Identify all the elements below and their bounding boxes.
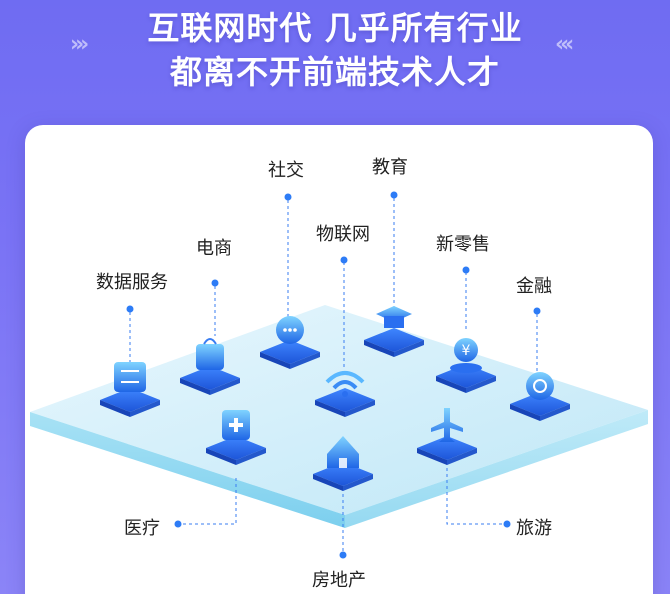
title-line-1: 互联网时代 几乎所有行业 [147,9,523,47]
label-education: 教育 [372,157,408,178]
tile-real-estate [313,436,373,491]
label-new-retail: 新零售 [436,234,490,255]
tile-new-retail: ¥ [436,338,496,393]
wifi-icon [325,371,365,384]
label-iot: 物联网 [316,224,370,245]
title-line-2: 都离不开前端技术人才 [169,53,500,91]
label-ecommerce: 电商 [196,238,232,259]
label-finance: 金融 [516,276,552,297]
label-travel: 旅游 [516,518,552,539]
label-social: 社交 [268,160,304,181]
coin-icon [526,372,554,400]
label-data-services: 数据服务 [96,272,168,293]
leader-lines [129,198,538,552]
house-icon [327,436,359,468]
tile-travel [417,408,477,465]
label-real-estate: 房地产 [312,570,366,591]
tile-education [364,306,424,357]
tile-finance [510,372,570,421]
label-dots [126,191,541,559]
tile-data-services [100,362,160,417]
sliders-icon [114,362,146,392]
tile-ecommerce [180,338,240,395]
label-medical: 医疗 [124,518,160,539]
airplane-icon [431,408,463,442]
svg-text:¥: ¥ [462,343,471,359]
chevrons-left-icon: ‹‹‹ [555,32,574,57]
shopping-bag-icon [196,344,224,370]
chevrons-right-icon: ››› [70,32,89,57]
tile-medical [206,410,266,465]
tile-social [260,316,320,369]
yen-coin-icon [454,338,478,362]
page-title: 互联网时代 几乎所有行业 都离不开前端技术人才 [0,6,670,94]
platform [30,305,648,528]
tile-iot [315,371,375,417]
